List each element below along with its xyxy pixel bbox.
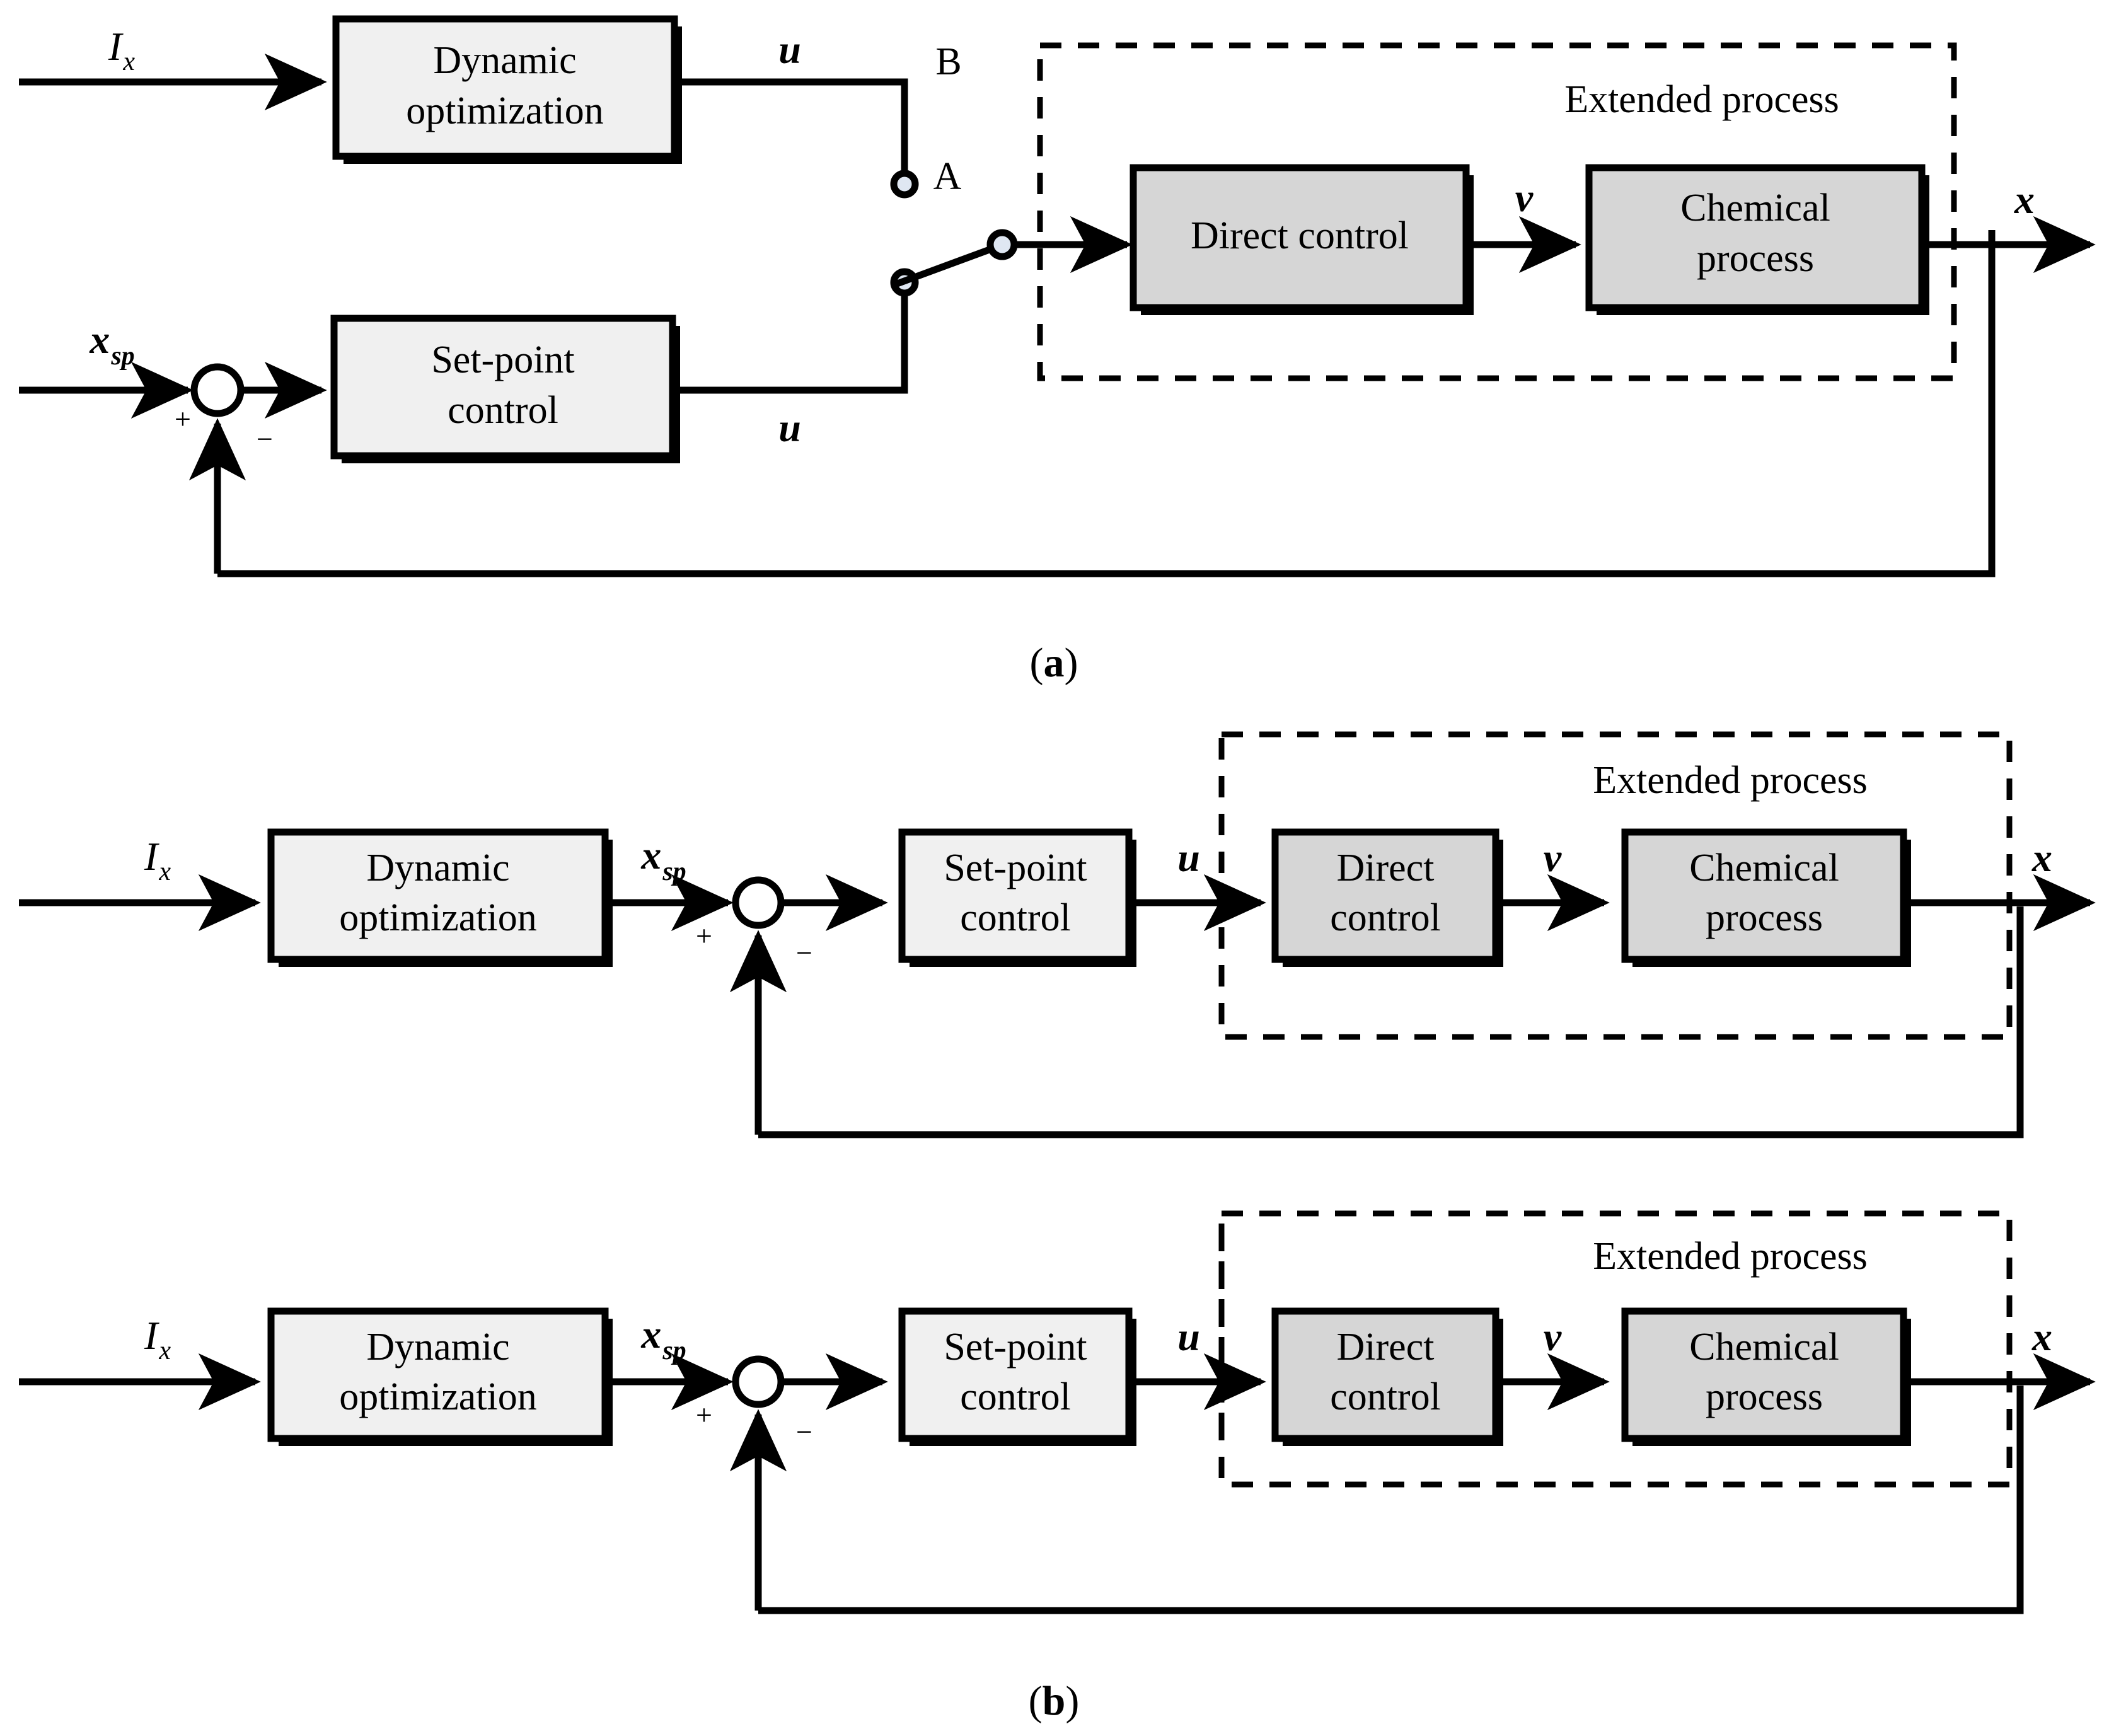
block-chemical-process-b-top[interactable] xyxy=(1621,828,1907,963)
extended-process-label-b-bottom: Extended process xyxy=(1593,1235,1868,1278)
switch-terminal-a-label-a: A xyxy=(933,155,962,198)
signal-label-x-b-bottom: x xyxy=(2031,1314,2052,1359)
block-direct-control-a[interactable] xyxy=(1130,164,1470,311)
signal-label-v-b-top: v xyxy=(1544,835,1562,880)
extended-process-boundary-b-top xyxy=(1218,731,2013,1040)
signal-label-x-b-top: x xyxy=(2031,835,2052,880)
summing-plus-sign-b-top: + xyxy=(696,920,712,952)
signal-label-Ix-b-top: Ix xyxy=(144,834,171,886)
switch-terminal-b-a[interactable] xyxy=(890,170,919,199)
wire-feedback-return-b-bottom xyxy=(758,1386,2024,1614)
block-chemical-process-b-bottom-line1: Chemical xyxy=(1689,1326,1839,1369)
block-dynamic-optimization-b-bottom[interactable] xyxy=(267,1307,609,1442)
block-dynamic-optimization-a[interactable] xyxy=(332,15,678,160)
extended-process-label-b-top: Extended process xyxy=(1593,759,1868,802)
caption-b: (b) xyxy=(1029,1678,1080,1724)
block-direct-control-b-top[interactable] xyxy=(1271,828,1499,963)
block-set-point-control-b-bottom-line1: Set-point xyxy=(944,1326,1087,1369)
signal-label-u-bottom-a: u xyxy=(778,405,801,450)
block-set-point-control-b-top-line1: Set-point xyxy=(944,847,1087,889)
signal-label-u-top-a: u xyxy=(778,27,801,72)
block-set-point-control-b-top[interactable] xyxy=(898,828,1133,963)
dashbox-mask-b-bottom xyxy=(1218,1444,2013,1736)
block-set-point-control-a[interactable] xyxy=(330,315,676,460)
summing-plus-sign-b-bottom: + xyxy=(696,1399,712,1431)
summing-junction-b-bottom[interactable] xyxy=(732,1355,785,1408)
block-dynamic-optimization-b-top[interactable] xyxy=(267,828,609,963)
summing-plus-sign-a: + xyxy=(175,403,191,435)
summing-minus-sign-b-bottom: − xyxy=(796,1416,812,1448)
block-set-point-control-b-bottom[interactable] xyxy=(898,1307,1133,1442)
wire-u-top-a xyxy=(674,78,908,175)
signal-label-xsp-b-top: xsp xyxy=(640,833,686,886)
extended-process-boundary-b-bottom xyxy=(1218,1210,2013,1488)
block-direct-control-a-line1: Direct control xyxy=(1191,214,1409,257)
wire-feedback-return-a xyxy=(217,230,1996,577)
summing-junction-a[interactable] xyxy=(190,363,245,417)
extended-process-boundary-a xyxy=(1037,42,1957,381)
summing-junction-b-top[interactable] xyxy=(732,876,785,929)
switch-terminal-b-label-a: B xyxy=(935,40,961,83)
panel-b-bottom: Extended process Ix Dynamic optimization… xyxy=(19,1210,2096,1736)
block-chemical-process-a[interactable] xyxy=(1585,164,1926,311)
summing-minus-sign-b-top: − xyxy=(796,937,812,969)
signal-label-u-b-bottom: u xyxy=(1177,1314,1200,1359)
block-direct-control-b-bottom-line1: Direct xyxy=(1337,1326,1435,1369)
block-direct-control-b-top-line2: control xyxy=(1330,896,1441,939)
signal-label-xsp-b-bottom: xsp xyxy=(640,1312,686,1365)
block-set-point-control-a-line1: Set-point xyxy=(431,339,574,381)
block-direct-control-b-top-line1: Direct xyxy=(1337,847,1435,889)
block-chemical-process-b-bottom[interactable] xyxy=(1621,1307,1907,1442)
block-direct-control-b-bottom-line2: control xyxy=(1330,1375,1441,1418)
switch-arm-a[interactable] xyxy=(893,244,996,289)
block-dynamic-optimization-a-line1: Dynamic xyxy=(433,39,576,82)
block-dynamic-optimization-b-top-line1: Dynamic xyxy=(366,847,509,889)
signal-label-x-a: x xyxy=(2014,177,2035,222)
panel-b-top: Extended process Ix Dynamic optimization… xyxy=(19,731,2096,1138)
block-dynamic-optimization-b-bottom-line1: Dynamic xyxy=(366,1326,509,1369)
signal-label-u-b-top: u xyxy=(1177,835,1200,880)
block-chemical-process-a-line2: process xyxy=(1697,237,1814,280)
extended-process-label-a: Extended process xyxy=(1564,78,1839,121)
signal-label-Ix-a: Ix xyxy=(108,24,135,76)
panel-a: Extended process Ix Dynamic optimization… xyxy=(19,15,2096,686)
block-set-point-control-b-bottom-line2: control xyxy=(960,1375,1071,1418)
block-set-point-control-b-top-line2: control xyxy=(960,896,1071,939)
block-dynamic-optimization-b-bottom-line2: optimization xyxy=(339,1375,536,1418)
signal-label-v-b-bottom: v xyxy=(1544,1314,1562,1359)
signal-label-v-a: v xyxy=(1515,175,1534,220)
block-dynamic-optimization-a-line2: optimization xyxy=(406,90,603,132)
caption-a: (a) xyxy=(1030,640,1078,686)
block-direct-control-b-bottom[interactable] xyxy=(1271,1307,1499,1442)
signal-label-xsp-a: xsp xyxy=(89,317,134,371)
switch-common-pole-a[interactable] xyxy=(986,229,1018,260)
signal-label-Ix-b-bottom: Ix xyxy=(144,1313,171,1365)
block-chemical-process-b-bottom-line2: process xyxy=(1706,1375,1823,1418)
block-dynamic-optimization-b-top-line2: optimization xyxy=(339,896,536,939)
block-set-point-control-a-line2: control xyxy=(448,389,558,432)
wire-u-bottom-a xyxy=(673,291,908,394)
wire-feedback-return-b-top xyxy=(758,906,2024,1138)
block-chemical-process-b-top-line2: process xyxy=(1706,896,1823,939)
block-chemical-process-a-line1: Chemical xyxy=(1680,187,1830,229)
block-chemical-process-b-top-line1: Chemical xyxy=(1689,847,1839,889)
summing-minus-sign-a: − xyxy=(257,423,273,455)
